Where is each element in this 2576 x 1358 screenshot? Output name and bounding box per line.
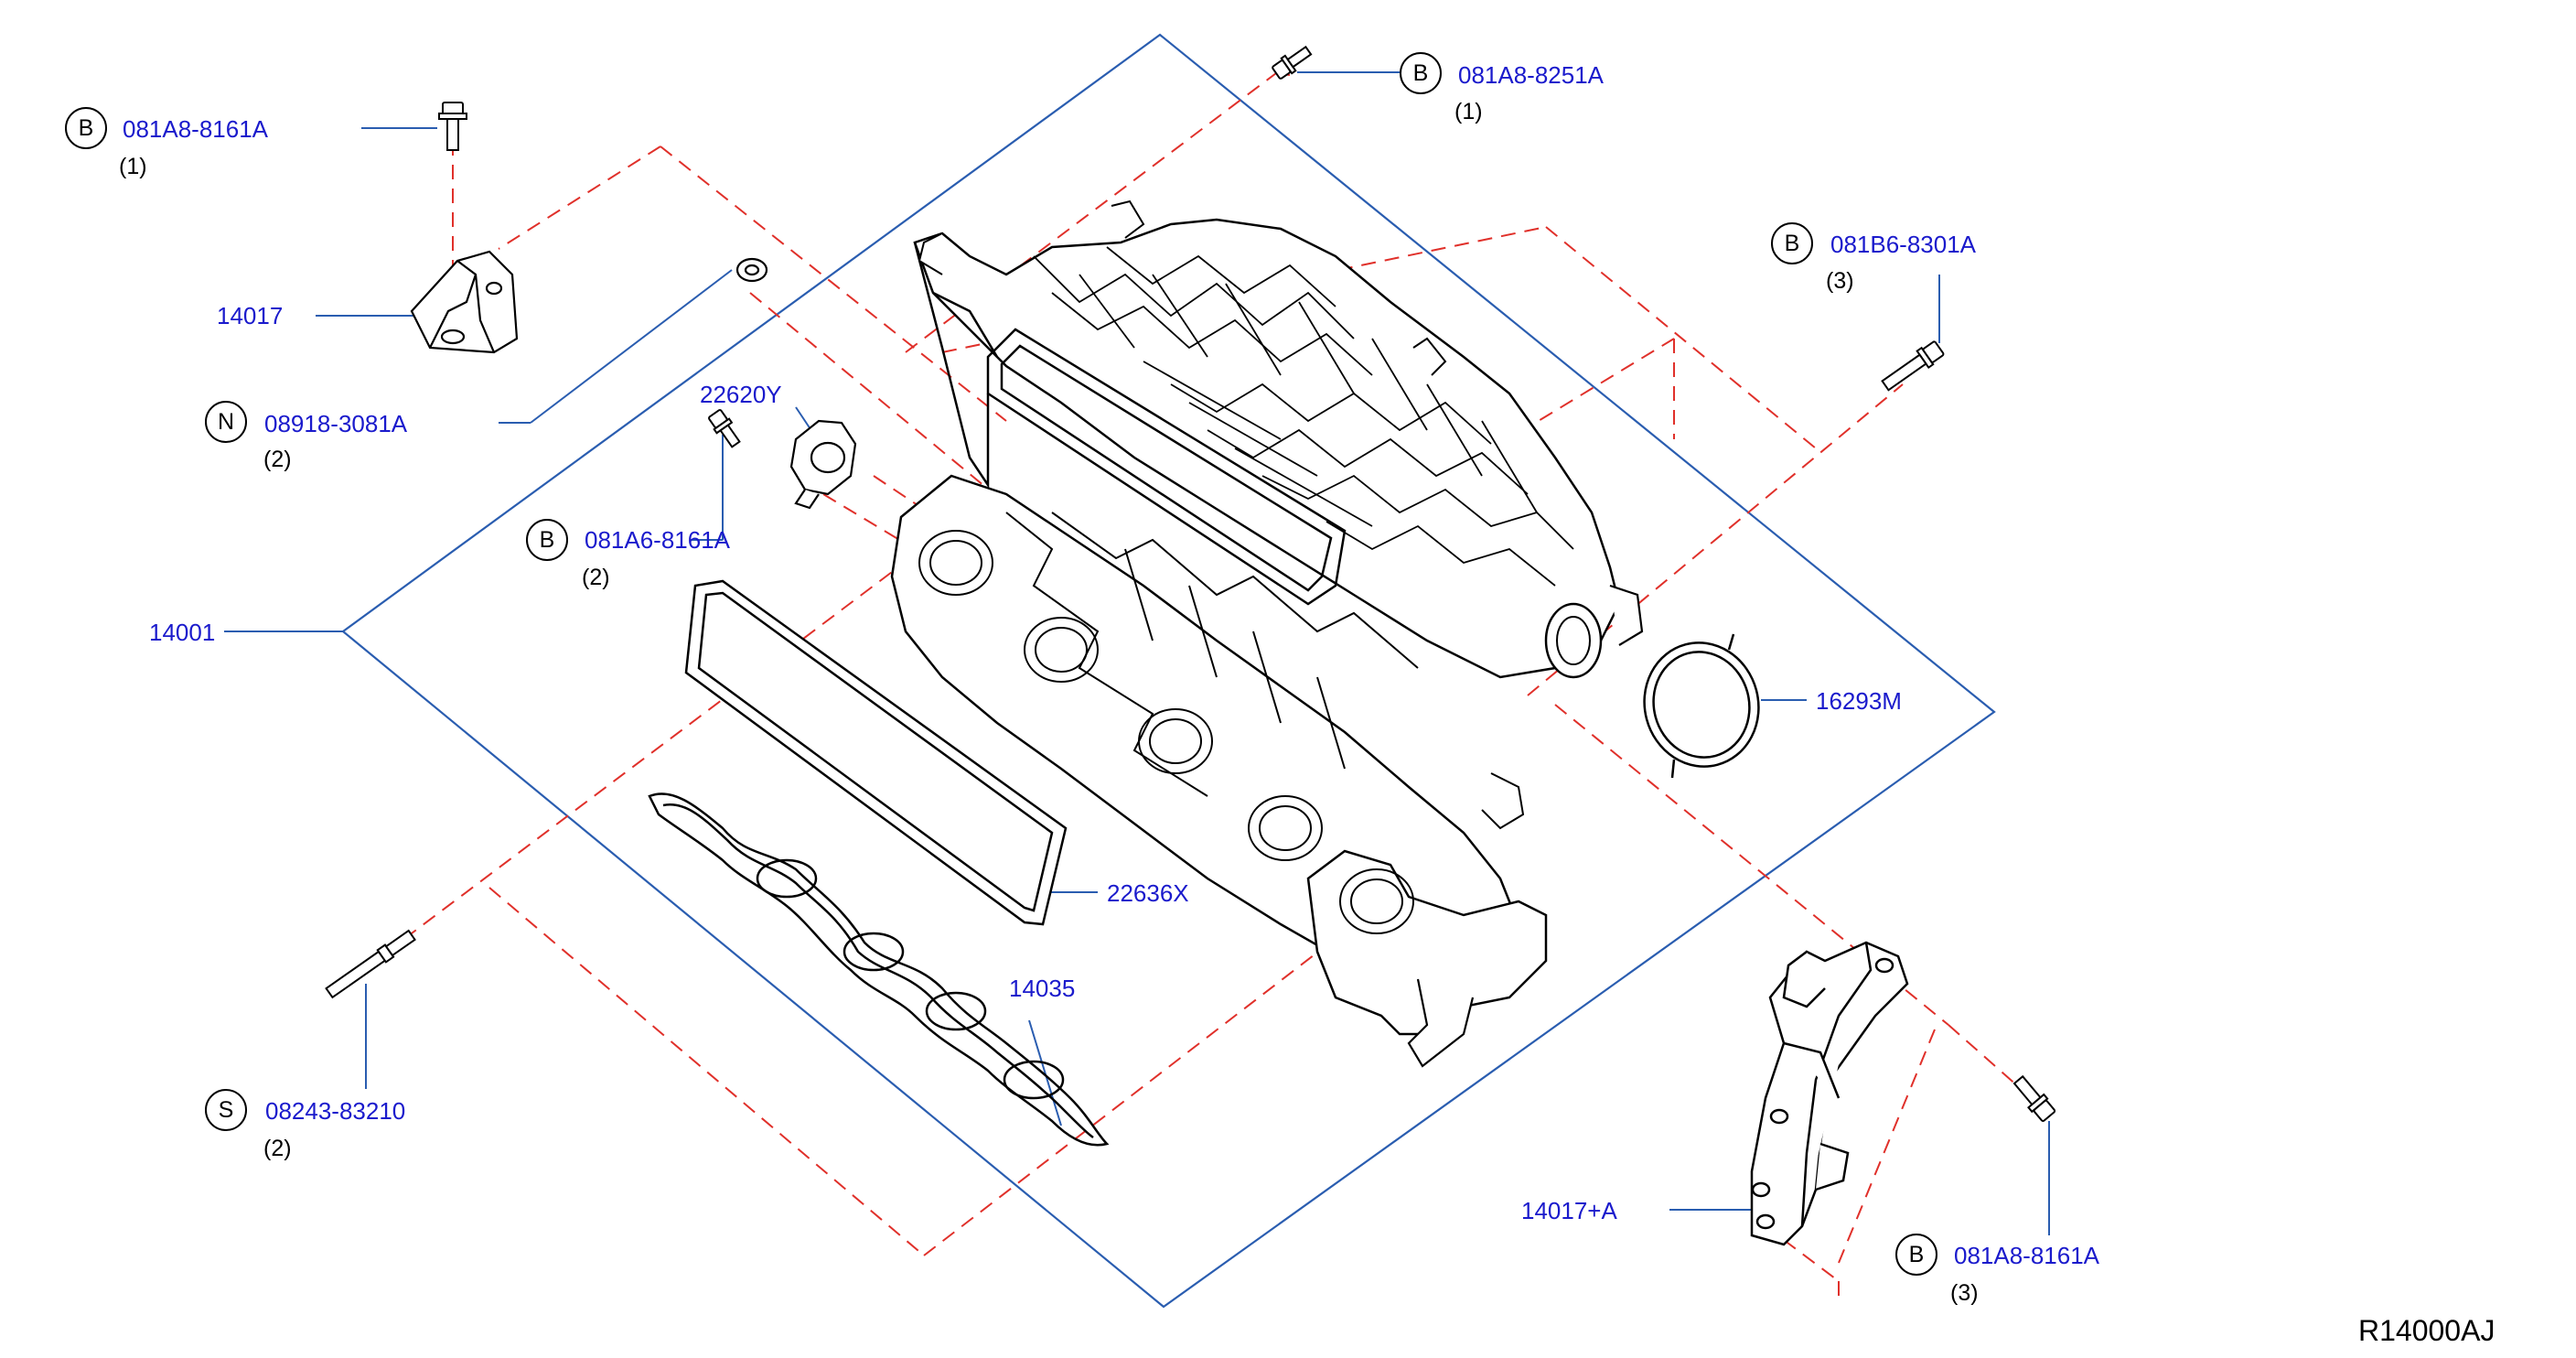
stud-prefix-badge: S bbox=[205, 1089, 247, 1131]
quantity-label: (1) bbox=[119, 154, 147, 179]
quantity-label: (2) bbox=[582, 565, 610, 590]
part-number-label[interactable]: 08918-3081A bbox=[264, 410, 408, 437]
bolt-prefix-badge: B bbox=[1400, 52, 1442, 94]
quantity-label: (3) bbox=[1826, 268, 1854, 294]
part-number-label[interactable]: 14001 bbox=[149, 619, 216, 646]
bolt-icon bbox=[438, 102, 467, 151]
part-number-label[interactable]: 22636X bbox=[1107, 879, 1189, 907]
part-number-label[interactable]: 081A8-8161A bbox=[1954, 1242, 2100, 1269]
part-number-label[interactable]: 16293M bbox=[1816, 687, 1902, 715]
bolt-prefix-badge: B bbox=[1895, 1234, 1937, 1276]
bolt-prefix-badge: B bbox=[1771, 222, 1813, 264]
part-number-label[interactable]: 081A8-8161A bbox=[123, 115, 269, 143]
part-number-label[interactable]: 14017+A bbox=[1521, 1197, 1617, 1224]
part-number-label[interactable]: 081B6-8301A bbox=[1830, 231, 1977, 258]
quantity-label: (3) bbox=[1950, 1280, 1979, 1306]
part-number-label[interactable]: 14017 bbox=[217, 302, 284, 329]
drawing-code: R14000AJ bbox=[2358, 1314, 2496, 1347]
gasket-icon bbox=[1643, 633, 1760, 779]
quantity-label: (2) bbox=[263, 1136, 292, 1161]
bolt-prefix-badge: B bbox=[526, 519, 568, 561]
intake-manifold-icon bbox=[890, 199, 1644, 1068]
bolt-icon bbox=[2012, 1074, 2056, 1122]
part-number-label[interactable]: 22620Y bbox=[700, 381, 782, 408]
assembly-outline bbox=[341, 33, 1996, 1309]
part-number-label[interactable]: 081A6-8161A bbox=[585, 526, 731, 554]
stud-icon bbox=[325, 929, 416, 999]
bolt-prefix-badge: B bbox=[65, 107, 107, 149]
bolt-icon bbox=[1881, 340, 1945, 392]
sensor-icon bbox=[789, 419, 857, 510]
bolt-icon bbox=[708, 409, 741, 448]
nut-prefix-badge: N bbox=[205, 401, 247, 443]
bracket-icon bbox=[1750, 941, 1909, 1246]
quantity-label: (2) bbox=[263, 447, 292, 472]
part-number-label[interactable]: 14035 bbox=[1009, 975, 1076, 1002]
part-number-label[interactable]: 08243-83210 bbox=[265, 1097, 406, 1125]
part-number-label[interactable]: 081A8-8251A bbox=[1458, 61, 1605, 89]
washer-icon bbox=[735, 257, 768, 283]
bolt-icon bbox=[1272, 45, 1313, 80]
quantity-label: (1) bbox=[1454, 99, 1483, 124]
gasket-icon bbox=[648, 792, 1110, 1147]
bracket-icon bbox=[410, 250, 519, 354]
gasket-icon bbox=[684, 579, 1068, 926]
